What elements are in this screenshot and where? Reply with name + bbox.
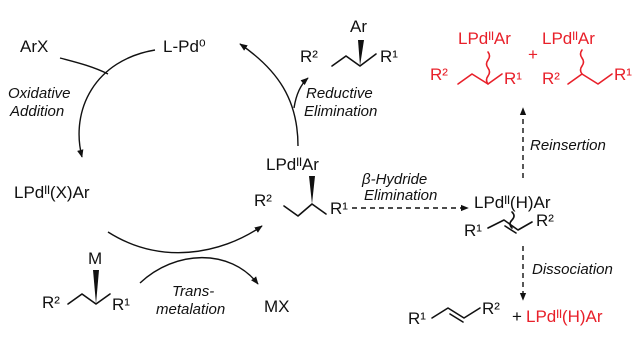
reins2-r1: R¹	[614, 65, 632, 84]
reins2-skeleton	[567, 73, 613, 85]
dissociation-plus: +	[512, 307, 522, 326]
alkene-skeleton	[431, 307, 481, 319]
transmetalation-arrow-b	[139, 257, 259, 285]
transmetalation-arrow-a	[107, 225, 263, 254]
step-oxidative-2: Addition	[9, 103, 64, 120]
step-trans-2: metalation	[156, 301, 225, 318]
reins2-pd: LPdᴵᴵAr	[542, 29, 595, 48]
reductive-elimination-arrow	[239, 43, 299, 147]
organometal-skeleton	[67, 293, 111, 305]
alkylpd-r1: R¹	[330, 199, 348, 218]
reins-plus: +	[528, 45, 538, 64]
product-wedge	[358, 40, 364, 66]
step-reductive-1: Reductive	[306, 85, 373, 102]
step-trans-1: Trans-	[172, 283, 214, 300]
hydride-complex-label: LPdᴵᴵ(H)Ar	[474, 193, 551, 212]
product-r2: R²	[300, 47, 318, 66]
organometal-r1: R¹	[112, 295, 130, 314]
hydride-r2: R²	[536, 211, 554, 230]
free-hydride-complex: LPdᴵᴵ(H)Ar	[526, 307, 603, 326]
mx-label: MX	[264, 297, 290, 316]
alkylpd-label: LPdᴵᴵAr	[266, 155, 319, 174]
product-skeleton	[331, 53, 377, 67]
step-dissociation: Dissociation	[532, 261, 613, 278]
product-ar: Ar	[350, 17, 367, 36]
reins2-r2: R²	[542, 69, 560, 88]
alkylpd-r2: R²	[254, 191, 272, 210]
oxidative-addition-complex: LPdᴵᴵ(X)Ar	[14, 183, 90, 202]
oxidative-addition-arrow	[77, 49, 156, 158]
hydride-alkene-double	[504, 225, 517, 234]
reins1-skeleton	[457, 73, 503, 85]
arx-feed-arrow	[59, 57, 109, 75]
step-oxidative-1: Oxidative	[8, 85, 71, 102]
organometal-r2: R²	[42, 293, 60, 312]
step-beta-1: β-Hydride	[361, 171, 427, 188]
alkylpd-wedge	[309, 176, 315, 204]
hydride-coordination	[509, 211, 515, 229]
step-reinsertion: Reinsertion	[530, 137, 606, 154]
reins2-wavy	[579, 49, 585, 75]
product-r1: R¹	[380, 47, 398, 66]
product-release-arrow	[293, 77, 309, 109]
step-reductive-2: Elimination	[304, 103, 377, 120]
arx-label: ArX	[20, 37, 48, 56]
step-beta-2: Elimination	[364, 187, 437, 204]
pd0-label: L-Pd⁰	[163, 37, 206, 56]
alkene-r1: R¹	[408, 309, 426, 328]
reins1-r2: R²	[430, 65, 448, 84]
hydride-r1: R¹	[464, 221, 482, 240]
organometal-m: M	[88, 249, 102, 268]
hydride-alkene	[487, 219, 533, 231]
reins1-wavy	[485, 51, 491, 85]
reins1-pd: LPdᴵᴵAr	[458, 29, 511, 48]
reins1-r1: R¹	[504, 69, 522, 88]
alkene-double	[449, 313, 464, 323]
alkylpd-skeleton	[283, 203, 327, 217]
alkene-r2: R²	[482, 299, 500, 318]
organometal-wedge	[93, 270, 99, 304]
